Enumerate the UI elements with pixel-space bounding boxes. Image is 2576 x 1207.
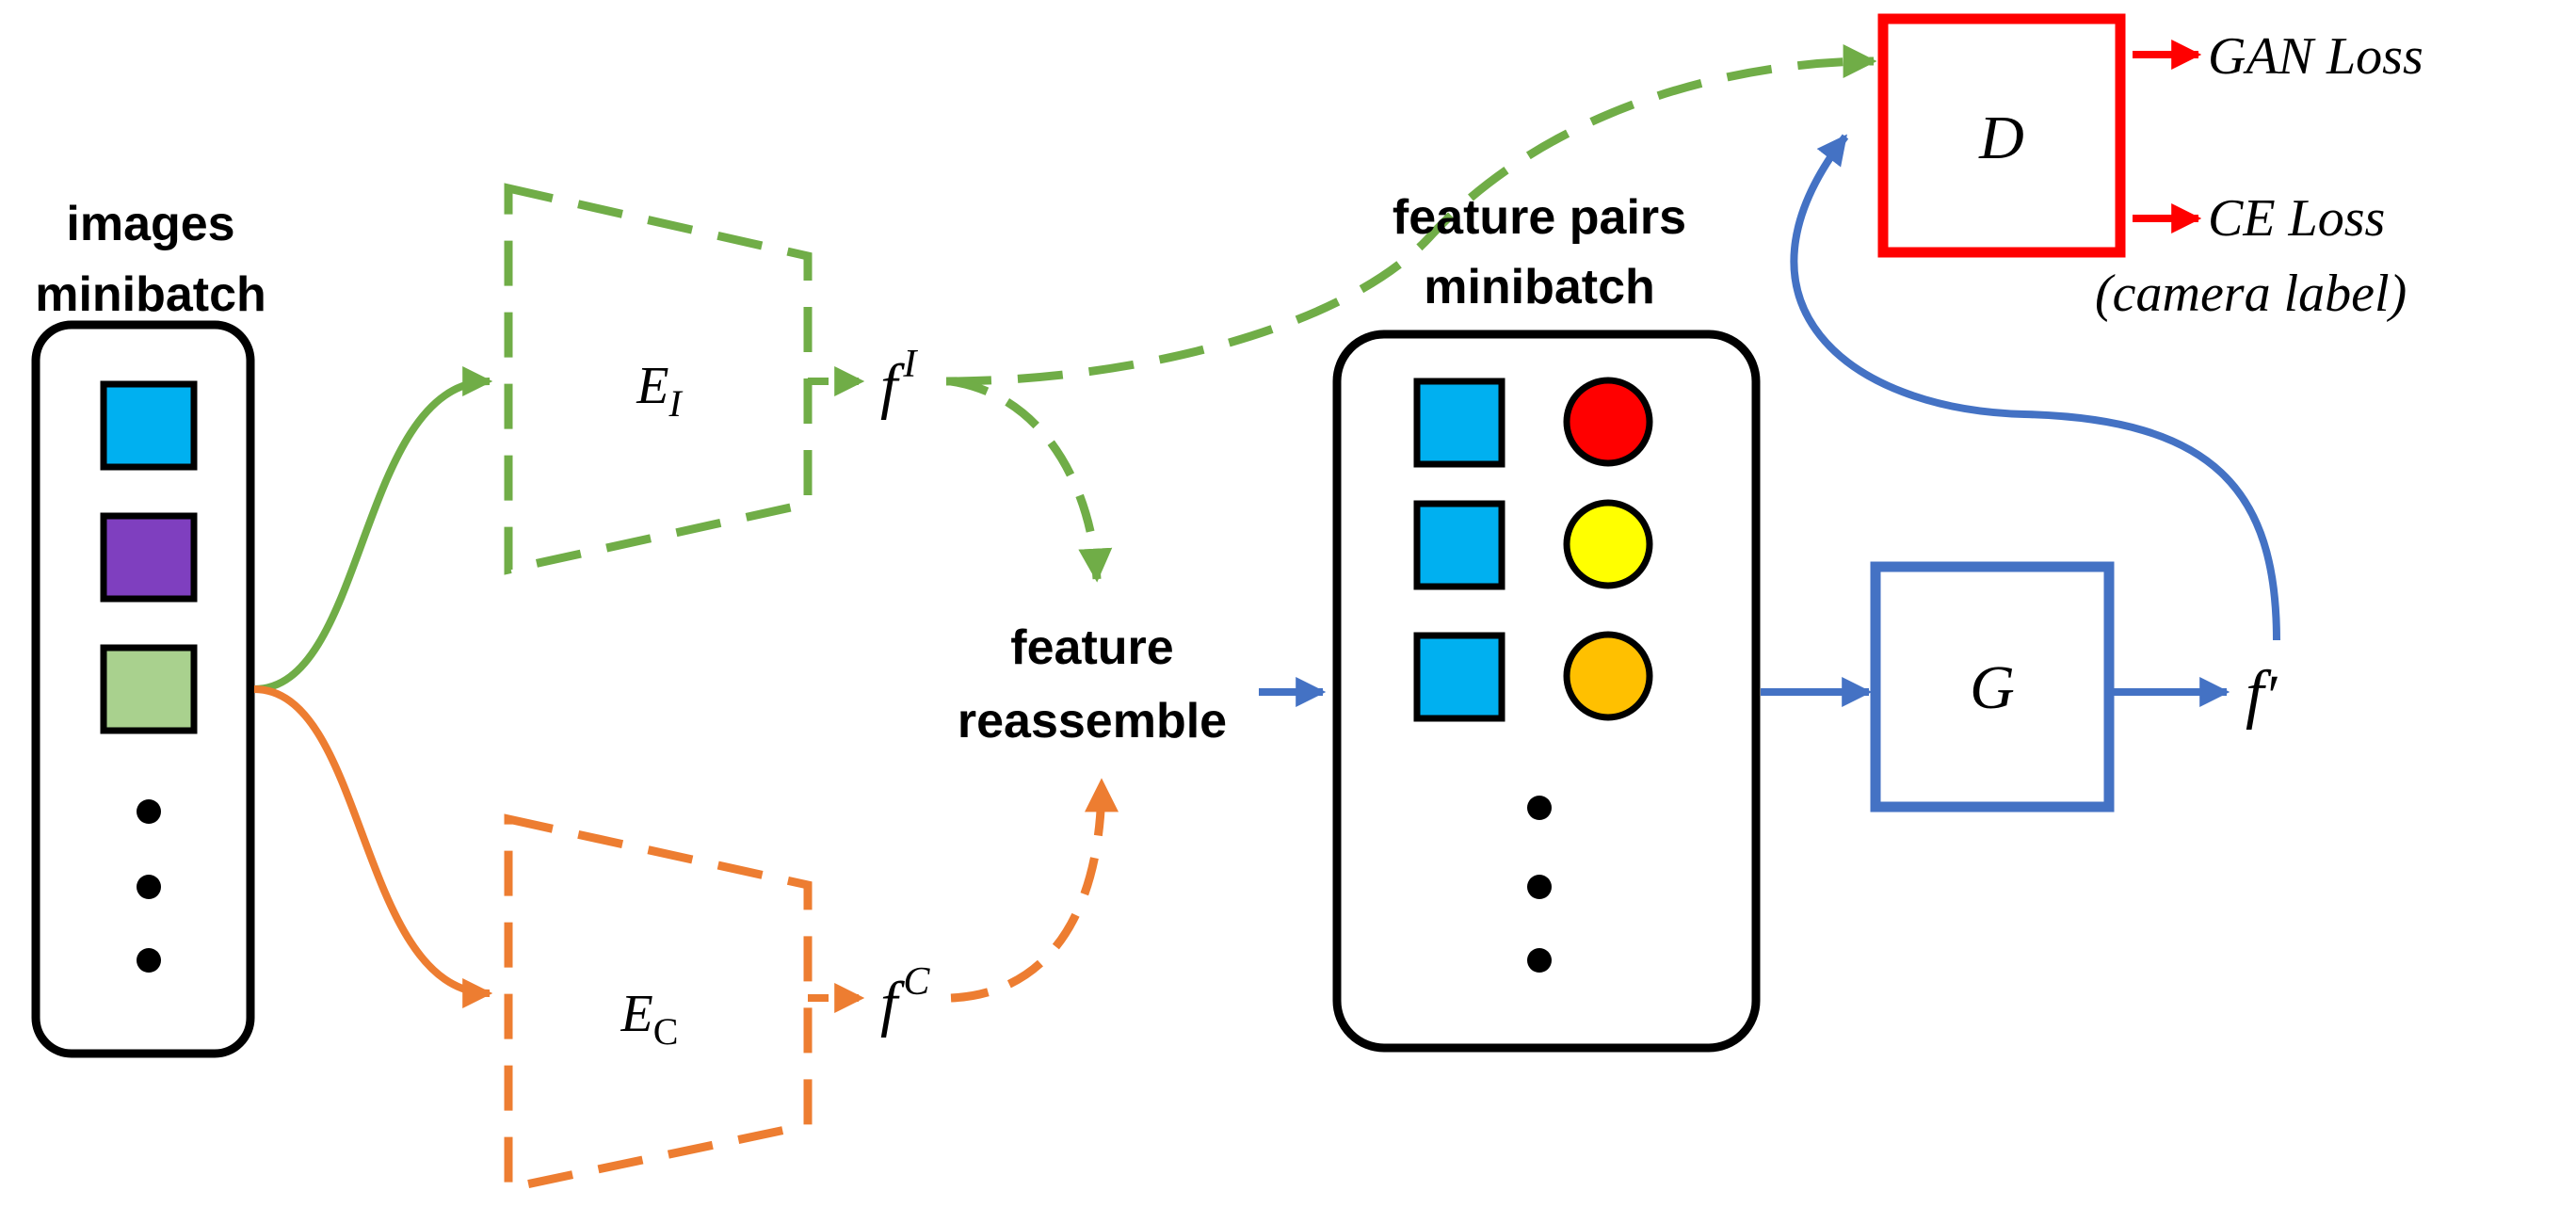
feature-pairs-subtitle: minibatch (1424, 260, 1655, 314)
arrow-images-to-identity-encoder (253, 366, 493, 693)
pair3-square (1413, 632, 1505, 722)
ce-loss-note: (camera label) (2095, 265, 2407, 323)
discriminator-box (1877, 13, 2126, 258)
arrow-fi-to-discriminator (945, 44, 1877, 386)
feature-pairs-box (1332, 330, 1761, 1053)
images-minibatch-title: images (66, 197, 234, 251)
pair1-square (1413, 378, 1505, 468)
arrow-fi-to-reassemble (950, 377, 1113, 583)
image-square-green (100, 644, 198, 734)
feature-pairs-title: feature pairs (1393, 190, 1686, 245)
arrow-fprime-to-discriminator (1790, 134, 2280, 641)
discriminator-label: D (1978, 104, 2024, 172)
pair1-circle-red (1563, 377, 1653, 467)
pair3-circle-orange (1563, 631, 1653, 721)
pair2-circle-yellow (1563, 499, 1653, 589)
image-square-purple (100, 512, 198, 603)
arrow-fc-to-reassemble (950, 778, 1119, 1003)
images-minibatch-subtitle: minibatch (35, 267, 266, 322)
arrow-images-to-camera-encoder (253, 685, 493, 1008)
pair2-square (1413, 500, 1505, 590)
camera-encoder-label: EC (620, 985, 679, 1053)
gan-loss-label: GAN Loss (2208, 27, 2423, 86)
images-minibatch-box (31, 320, 255, 1058)
generator-box (1870, 561, 2115, 813)
feature-reassemble-label-line1: feature (1010, 620, 1173, 675)
feature-reassemble-label-line2: reassemble (958, 694, 1227, 748)
image-square-blue (100, 380, 198, 471)
generated-feature-label: f′ (2246, 658, 2280, 731)
images-ellipsis (137, 799, 161, 973)
identity-encoder-label: EI (636, 357, 683, 425)
ce-loss-label: CE Loss (2208, 189, 2385, 248)
feature-pairs-ellipsis (1527, 796, 1552, 973)
generator-label: G (1970, 653, 2015, 722)
camera-encoder-trapezoid (504, 813, 813, 1194)
